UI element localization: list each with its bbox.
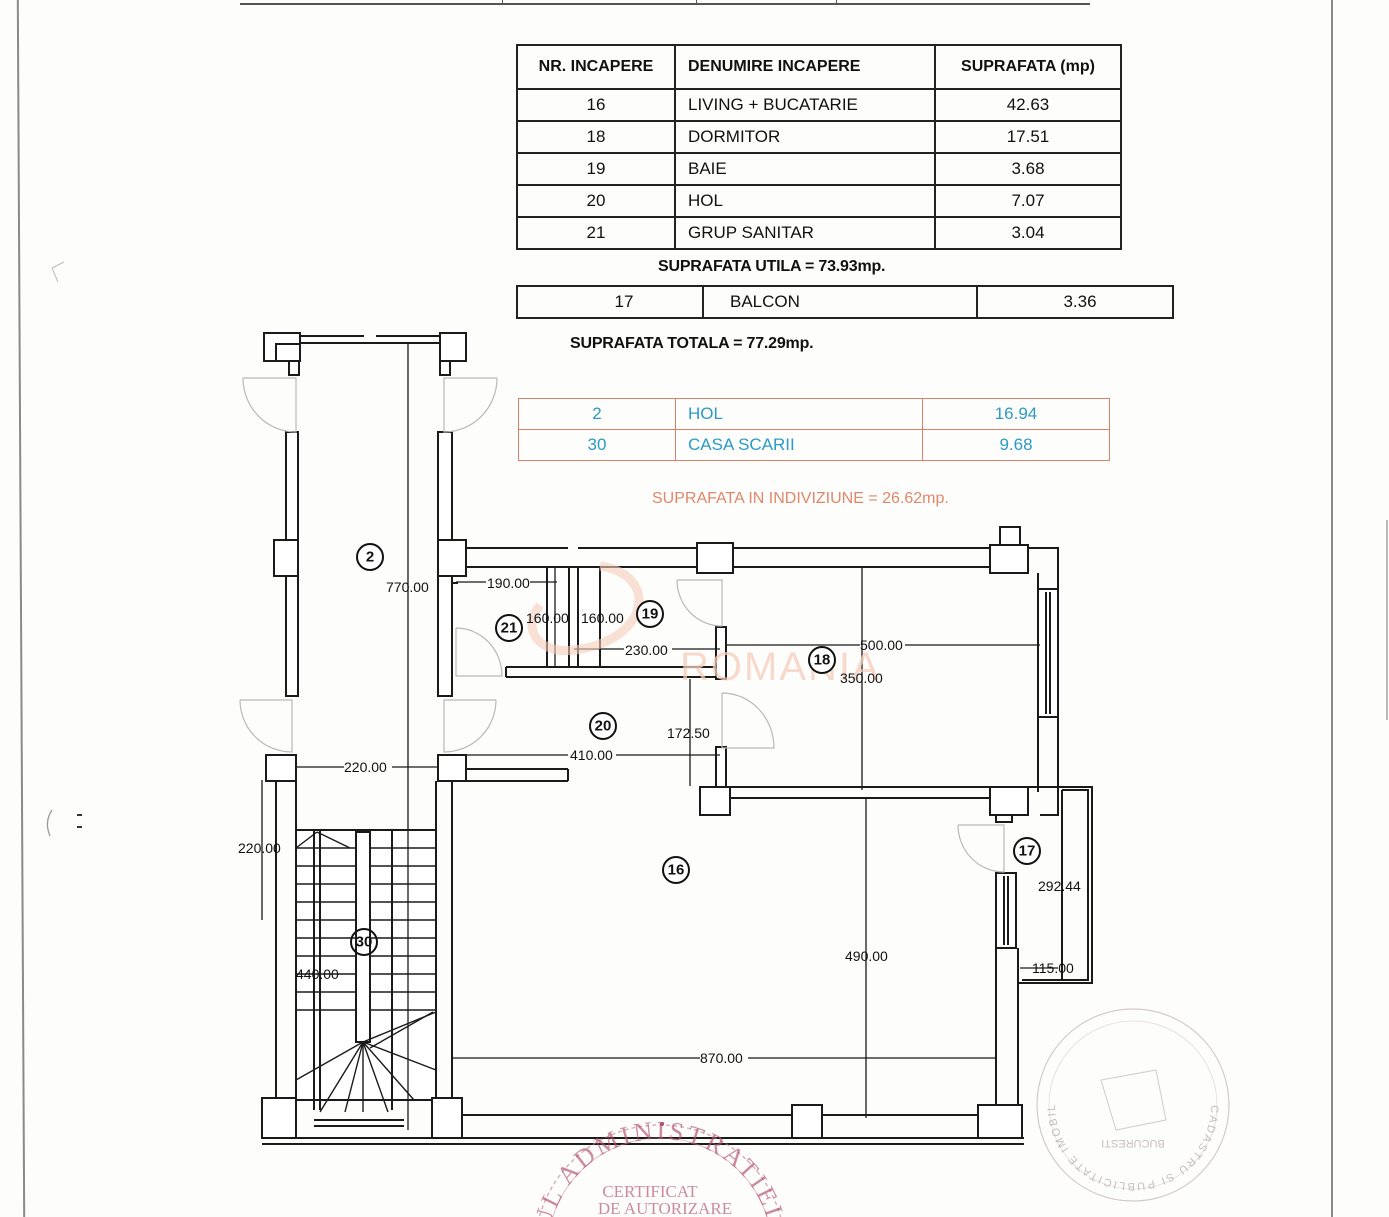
- table-row: 21 GRUP SANITAR 3.04: [516, 216, 1122, 250]
- stamp2-arc-text: CADASTRU SI PUBLICITATE IMOBILIARA: [1046, 1103, 1389, 1217]
- dim-350: 350.00: [840, 670, 883, 686]
- common-areas-table: 2 HOL 16.94 30 CASA SCARII 9.68: [518, 398, 1110, 461]
- table-row: 16 LIVING + BUCATARIE 42.63: [516, 88, 1122, 122]
- balcon-table: 17 BALCON 3.36: [516, 285, 1174, 319]
- dim-440: 440.00: [296, 966, 339, 982]
- dim-292-44: 292.44: [1038, 878, 1081, 894]
- room-tag-19: 19: [642, 606, 659, 623]
- rooms-table: NR. INCAPERE DENUMIRE INCAPERE SUPRAFATA…: [516, 44, 1122, 250]
- watermark-text: ROMANIA: [680, 645, 881, 689]
- cell-nr: 17: [516, 285, 704, 319]
- room-tag-21: 21: [501, 620, 518, 637]
- suprafata-indiviziune: SUPRAFATA IN INDIVIZIUNE = 26.62mp.: [652, 490, 949, 507]
- cell-area: 7.07: [934, 184, 1122, 218]
- dim-490: 490.00: [845, 948, 888, 964]
- stamp2-inner-text: BUCURESTI: [1101, 1137, 1165, 1149]
- cell-nr: 20: [516, 184, 676, 218]
- dim-160-wc: 160.00: [526, 610, 569, 626]
- dim-115: 115.00: [1032, 960, 1074, 976]
- cell-name: BAIE: [674, 152, 936, 186]
- room-tag-18: 18: [814, 652, 831, 669]
- suprafata-totala: SUPRAFATA TOTALA = 77.29mp.: [570, 335, 814, 352]
- rooms-table-header: NR. INCAPERE DENUMIRE INCAPERE SUPRAFATA…: [516, 44, 1122, 90]
- page-edge-right: [1331, 0, 1333, 1217]
- cell-name: DORMITOR: [674, 120, 936, 154]
- dim-410: 410.00: [570, 747, 613, 763]
- cell-area: 3.04: [934, 216, 1122, 250]
- margin-bracket: [46, 809, 53, 837]
- cell-name: LIVING + BUCATARIE: [674, 88, 936, 122]
- cell-name: HOL: [674, 184, 936, 218]
- cell-name: HOL: [675, 398, 923, 430]
- dim-160-baie: 160.00: [581, 610, 624, 626]
- cell-nr: 2: [518, 398, 676, 430]
- cell-area: 16.94: [922, 398, 1110, 430]
- cell-nr: 19: [516, 152, 676, 186]
- cell-name: GRUP SANITAR: [674, 216, 936, 250]
- cell-area: 9.68: [922, 429, 1110, 461]
- watermark-logo-icon: [527, 561, 644, 656]
- dim-870: 870.00: [700, 1050, 743, 1066]
- cadastre-stamp: CADASTRU SI PUBLICITATE IMOBILIARA BUCUR…: [1036, 1008, 1389, 1217]
- dim-172-50: 172.50: [667, 725, 710, 741]
- margin-mark: [51, 261, 65, 283]
- dim-220-side: 220.00: [238, 840, 281, 856]
- cell-area: 42.63: [934, 88, 1122, 122]
- header-nr: NR. INCAPERE: [516, 44, 676, 90]
- room-tag-17: 17: [1019, 843, 1036, 860]
- cell-area: 17.51: [934, 120, 1122, 154]
- dim-220-top: 220.00: [344, 759, 387, 775]
- cell-nr: 21: [516, 216, 676, 250]
- previous-table-bottom-edge: [240, 0, 1090, 5]
- cell-name: BALCON: [702, 285, 978, 319]
- table-row: 17 BALCON 3.36: [516, 285, 1174, 319]
- cell-nr: 18: [516, 120, 676, 154]
- table-row: 30 CASA SCARII 9.68: [518, 429, 1110, 461]
- dim-230: 230.00: [625, 642, 668, 658]
- table-row: 2 HOL 16.94: [518, 398, 1110, 430]
- cell-name: CASA SCARII: [675, 429, 923, 461]
- margin-dash: [77, 814, 82, 816]
- cell-area: 3.36: [976, 285, 1174, 319]
- cell-nr: 16: [516, 88, 676, 122]
- header-name: DENUMIRE INCAPERE: [674, 44, 936, 90]
- dim-190: 190.00: [487, 575, 530, 591]
- page-edge-far: [1386, 520, 1388, 720]
- room-tag-2: 2: [366, 549, 374, 566]
- table-row: 18 DORMITOR 17.51: [516, 120, 1122, 154]
- table-row: 19 BAIE 3.68: [516, 152, 1122, 186]
- margin-dash: [77, 826, 82, 828]
- svg-text:CADASTRU SI PUBLICITATE IMOBIL: CADASTRU SI PUBLICITATE IMOBILIARA: [1046, 1103, 1389, 1217]
- stamp-line-1: CERTIFICAT: [602, 1182, 698, 1201]
- cell-area: 3.68: [934, 152, 1122, 186]
- dim-500: 500.00: [860, 637, 903, 653]
- dim-770: 770.00: [386, 579, 429, 595]
- room-tag-20: 20: [595, 718, 612, 735]
- stamp-line-2: DE AUTORIZARE: [598, 1199, 732, 1217]
- header-area: SUPRAFATA (mp): [934, 44, 1122, 90]
- table-row: 20 HOL 7.07: [516, 184, 1122, 218]
- suprafata-utila: SUPRAFATA UTILA = 73.93mp.: [658, 258, 886, 275]
- room-tag-30: 30: [356, 934, 373, 951]
- room-tag-16: 16: [668, 862, 685, 879]
